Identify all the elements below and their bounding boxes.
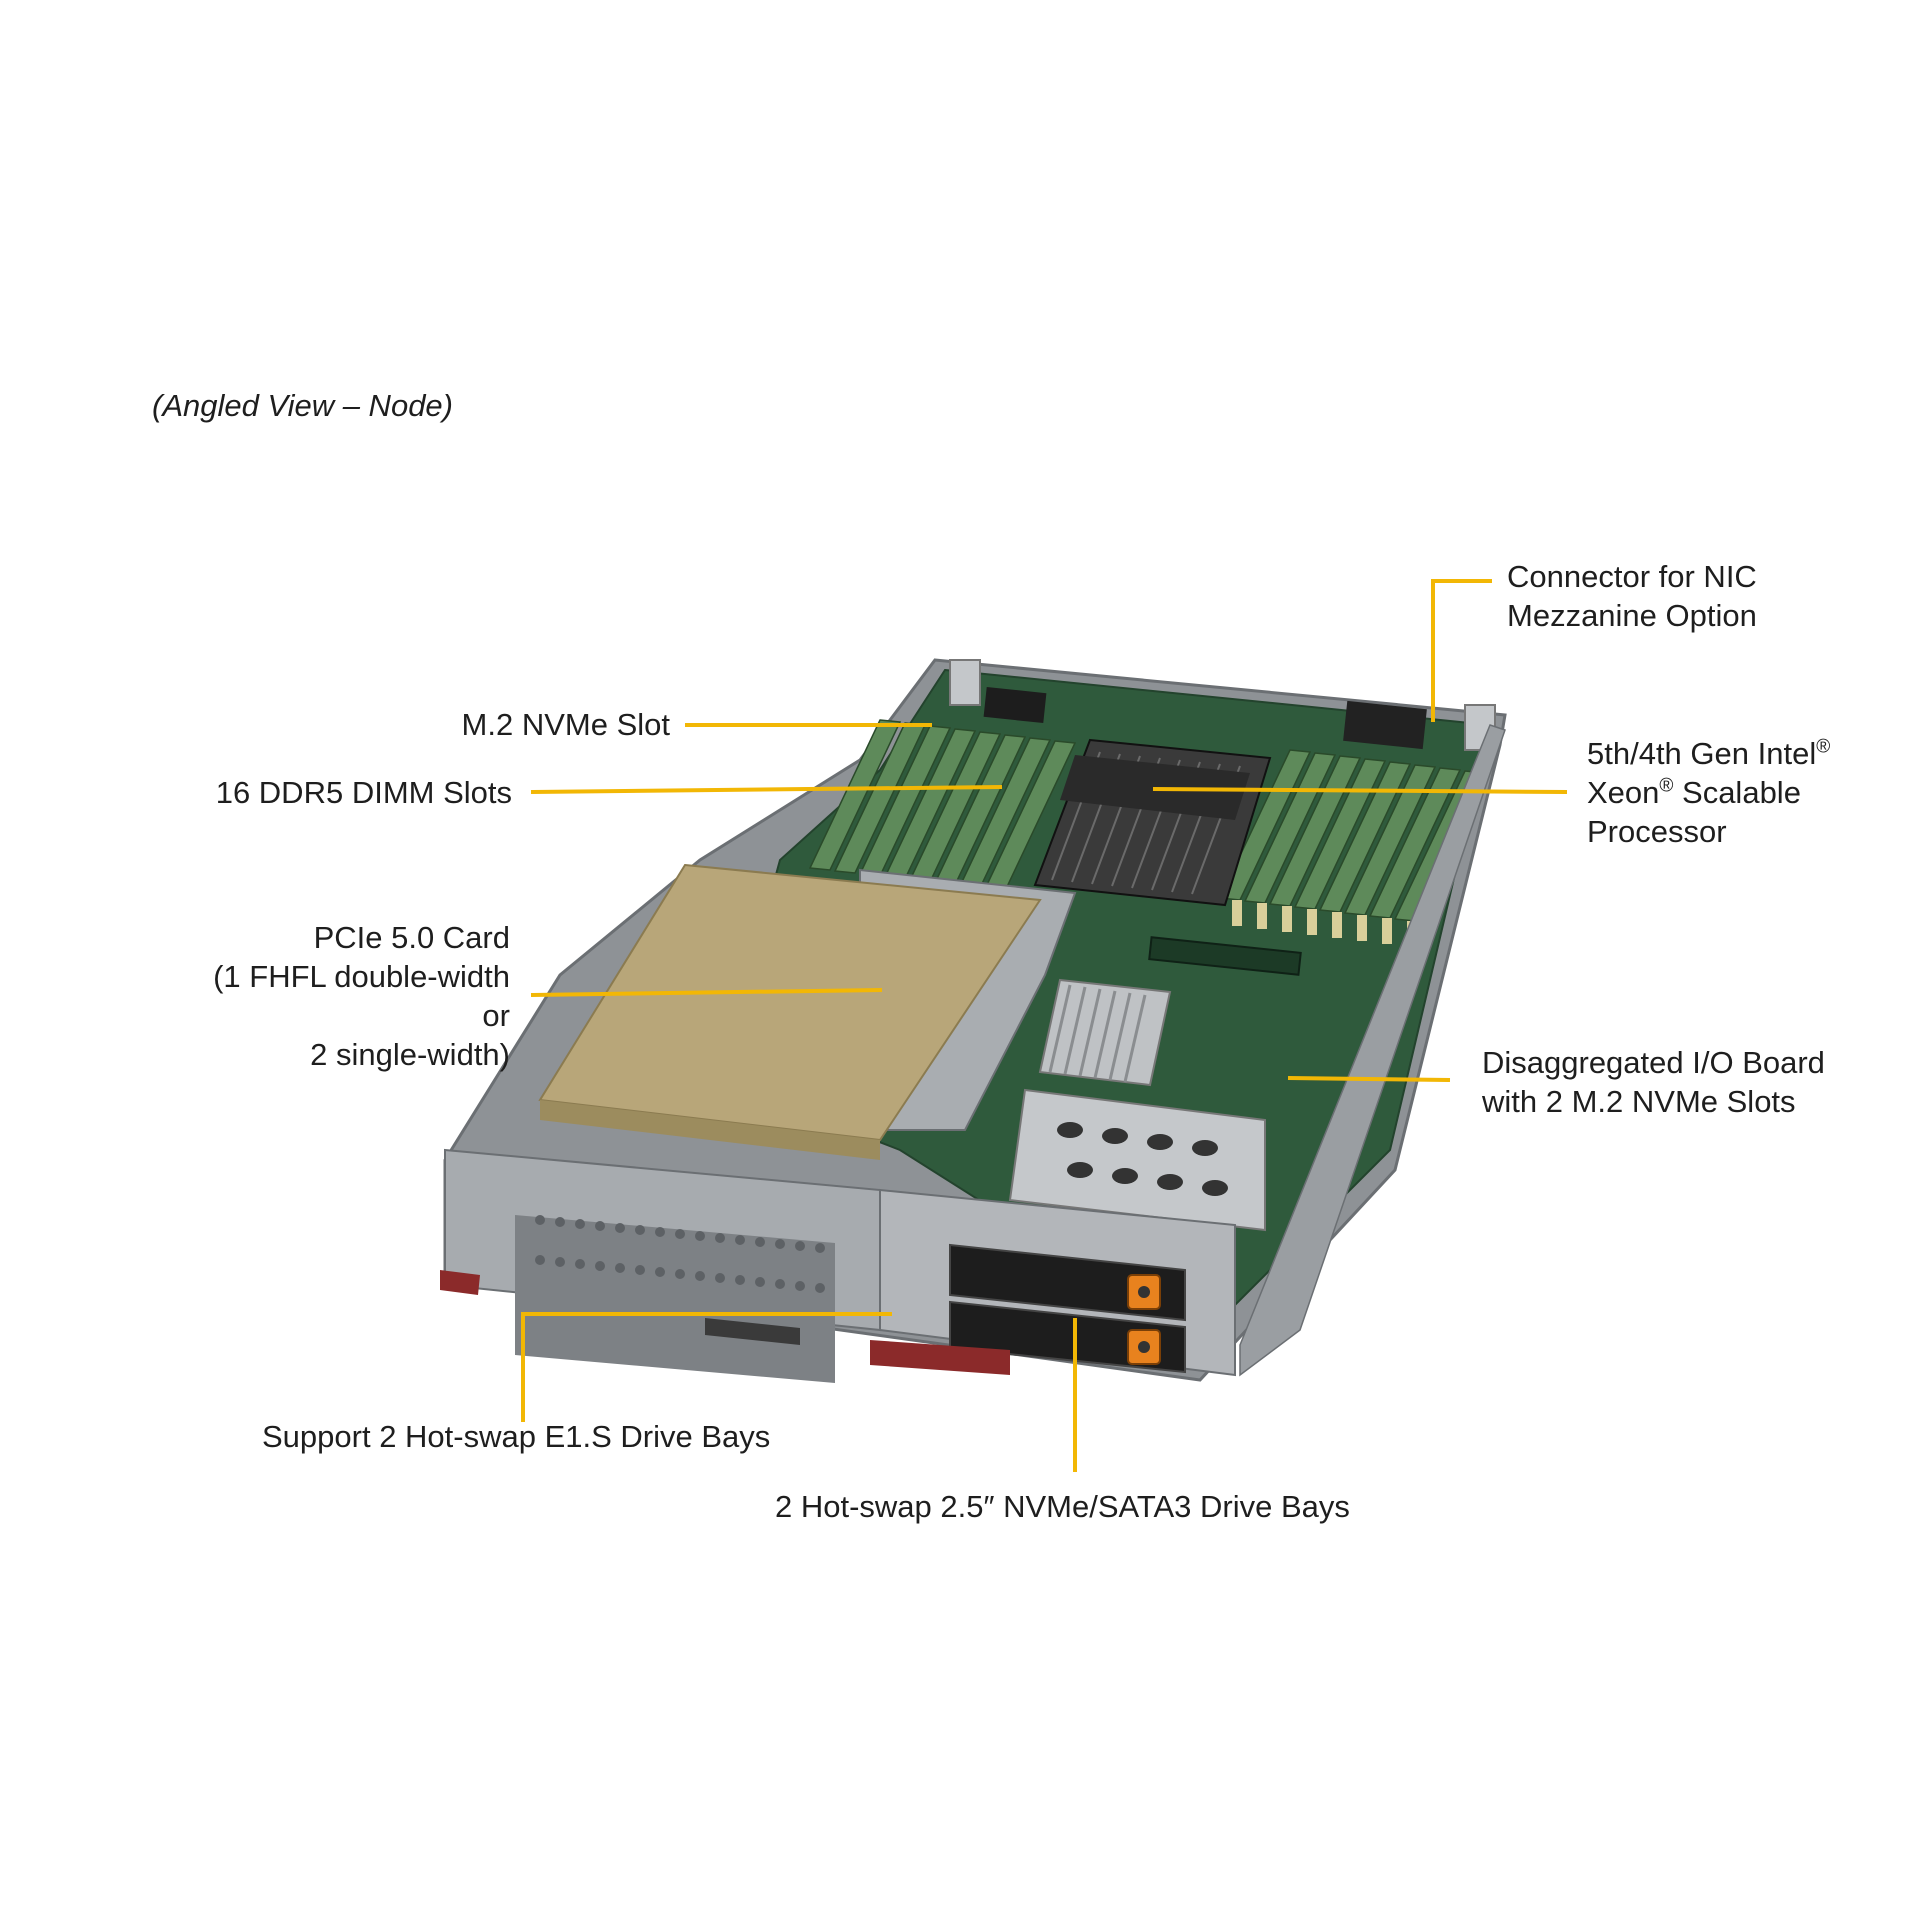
front-handle-lower <box>870 1340 1010 1375</box>
leader-nic <box>1431 579 1492 722</box>
front-handle-left <box>440 1270 480 1295</box>
drive-cage-holes <box>1057 1122 1228 1196</box>
label-cpu-line1: 5th/4th Gen Intel® <box>1587 736 1831 771</box>
label-cpu-line2: Xeon® Scalable <box>1587 775 1801 810</box>
side-rail <box>1239 724 1506 1377</box>
label-cpu-line3: Processor <box>1587 814 1727 849</box>
drive-bay-lower <box>949 1300 1186 1374</box>
label-nic-line2: Mezzanine Option <box>1507 598 1757 633</box>
m2-slot <box>983 686 1047 724</box>
io-heatsink-fins <box>1048 984 1147 1083</box>
label-drive-bays: 2 Hot-swap 2.5″ NVMe/SATA3 Drive Bays <box>775 1489 1350 1524</box>
pcie-card-edge <box>540 1100 880 1160</box>
label-dimm-slots: 16 DDR5 DIMM Slots <box>215 775 512 810</box>
label-e1s-bays: Support 2 Hot-swap E1.S Drive Bays <box>262 1419 771 1454</box>
drive-bay-upper <box>949 1243 1186 1322</box>
label-nic-line1: Connector for NIC <box>1507 559 1757 594</box>
label-nic-connector: Connector for NIC Mezzanine Option <box>1507 557 1757 635</box>
label-cpu: 5th/4th Gen Intel® Xeon® Scalable Proces… <box>1587 734 1830 851</box>
label-io-board: Disaggregated I/O Board with 2 M.2 NVMe … <box>1482 1045 1825 1119</box>
leader-cpu <box>1152 786 1568 795</box>
front-grille-pattern <box>535 1215 825 1293</box>
view-caption: (Angled View – Node) <box>152 388 453 423</box>
label-m2-slot: M.2 NVMe Slot <box>461 707 670 742</box>
nic-connector <box>1343 700 1427 750</box>
rear-bracket-left <box>949 659 981 706</box>
front-grille-left <box>515 1215 835 1384</box>
label-pcie-card: PCIe 5.0 Card (1 FHFL double-width or 2 … <box>213 920 510 1072</box>
leader-io <box>1287 1075 1451 1083</box>
leader-pcie <box>530 987 883 998</box>
leader-e1s <box>521 1312 892 1422</box>
dimm-bank-right <box>1218 749 1487 922</box>
io-m2-slots <box>1148 936 1302 976</box>
leader-dimm <box>530 784 1003 795</box>
e1s-tab <box>705 1318 800 1345</box>
